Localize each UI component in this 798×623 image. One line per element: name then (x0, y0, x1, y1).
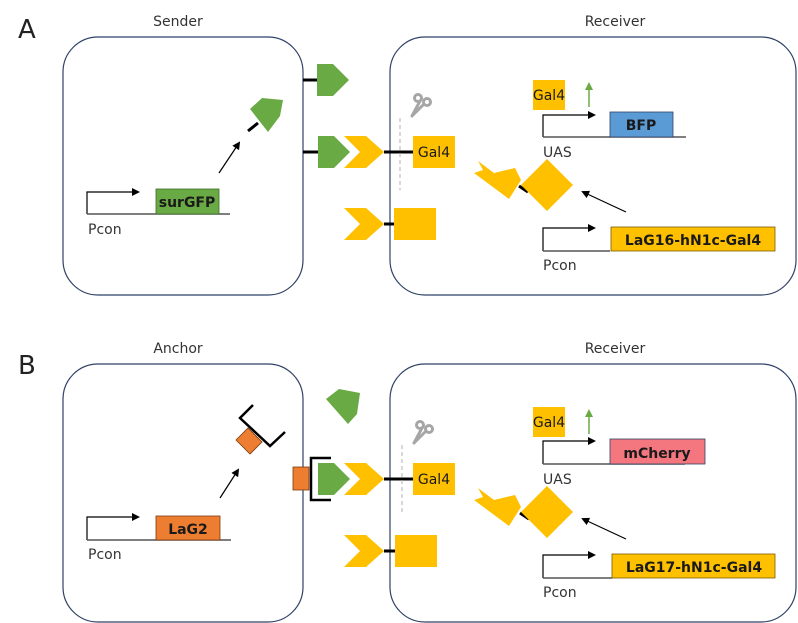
membrane-lag2-icon (292, 466, 310, 491)
anchor-promoter-label: Pcon (88, 547, 122, 563)
ligand-linker (247, 121, 259, 133)
receptor-promoter-label-b: Pcon (543, 585, 577, 601)
anchor-promoter-arrow-icon (86, 513, 140, 540)
gal4-activator-label-b: Gal4 (533, 415, 565, 431)
panel-a: A Sender Receiver surGFP Pcon Gal4 (18, 14, 797, 296)
mcherry-gene-box (609, 438, 706, 465)
surgfp-ligand-icon (250, 98, 283, 132)
lag16-gene-box (610, 226, 776, 252)
membrane-bracket-icon (309, 456, 331, 502)
receptor-expression-arrow-b-icon (581, 517, 627, 540)
bfp-gene-label: BFP (626, 118, 657, 134)
free-nanobody-icon (474, 161, 521, 199)
promoter-arrow-icon (86, 188, 140, 214)
uas-promoter-label-b: UAS (543, 472, 572, 488)
captured-gfp-icon (318, 463, 350, 495)
sender-promoter-label: Pcon (88, 222, 122, 238)
surgfp-gene-box (155, 188, 220, 215)
gal4-cleaved-box (413, 136, 455, 168)
nanobody-receptor-icon (344, 136, 384, 168)
panel-b: B Anchor Receiver LaG2 Pcon Gal4 G (18, 341, 797, 623)
receiver-cell-b (389, 363, 797, 623)
mcherry-gene-label: mCherry (623, 446, 690, 462)
anchor-expression-arrow-icon (219, 468, 240, 499)
gal4-activator-box-b (533, 407, 565, 437)
surgfp-gene-label: surGFP (159, 195, 216, 211)
receiver-title-a: Receiver (585, 14, 646, 30)
sender-cell (62, 36, 304, 296)
uas-promoter-label: UAS (543, 145, 572, 161)
lag17-gene-box (611, 553, 776, 579)
sender-construct: surGFP Pcon (86, 188, 230, 238)
gal4-cleaved-label: Gal4 (418, 145, 450, 161)
panel-letter-a: A (18, 15, 36, 45)
unbound-receptor-b-icon (344, 535, 384, 567)
anchor-bracket-icon (238, 404, 286, 448)
free-gfp-icon (326, 389, 360, 424)
gal4-cleaved-box-b (413, 463, 455, 495)
receptor-expression-arrow-icon (581, 190, 627, 213)
uas-promoter-arrow-b-icon (542, 437, 596, 464)
free-receptor-body-icon (521, 159, 573, 211)
sender-title: Sender (153, 14, 203, 30)
scissors-icon (410, 93, 432, 118)
bfp-gene-box (609, 111, 674, 138)
gal4-cleaved-label-b: Gal4 (418, 472, 450, 488)
receptor-promoter-label: Pcon (543, 258, 577, 274)
lag2-nanobody-icon (235, 427, 263, 455)
receptor-promoter-arrow-icon (542, 224, 596, 251)
receiver-cell-a (389, 36, 797, 296)
gal4-activator-box (533, 80, 565, 110)
unbound-receptor-icon (344, 208, 384, 240)
lag17-gene-label: LaG17-hN1c-Gal4 (626, 560, 762, 576)
anchor-cell (62, 363, 304, 623)
bound-gfp-icon (318, 136, 350, 168)
gal4-activator-label: Gal4 (533, 88, 565, 104)
receiver-title-b: Receiver (585, 341, 646, 357)
free-receptor-linker (518, 184, 529, 194)
membrane-gfp-icon (317, 64, 349, 96)
scissors-icon-b (412, 420, 434, 445)
expression-arrow-icon (218, 141, 241, 174)
anchor-title: Anchor (153, 341, 203, 357)
lag16-gene-label: LaG16-hN1c-Gal4 (625, 233, 761, 249)
panel-letter-b: B (18, 351, 36, 381)
free-receptor-body-b-icon (521, 486, 573, 538)
unbound-gal4-box (394, 208, 436, 240)
free-nanobody-b-icon (474, 488, 521, 526)
nanobody-receptor-b-icon (344, 463, 384, 495)
lag2-gene-label: LaG2 (168, 522, 208, 538)
unbound-gal4-box-b (395, 535, 437, 567)
lag2-gene-box (155, 515, 221, 541)
receptor-promoter-arrow-b-icon (542, 551, 596, 578)
uas-promoter-arrow-icon (542, 111, 596, 137)
